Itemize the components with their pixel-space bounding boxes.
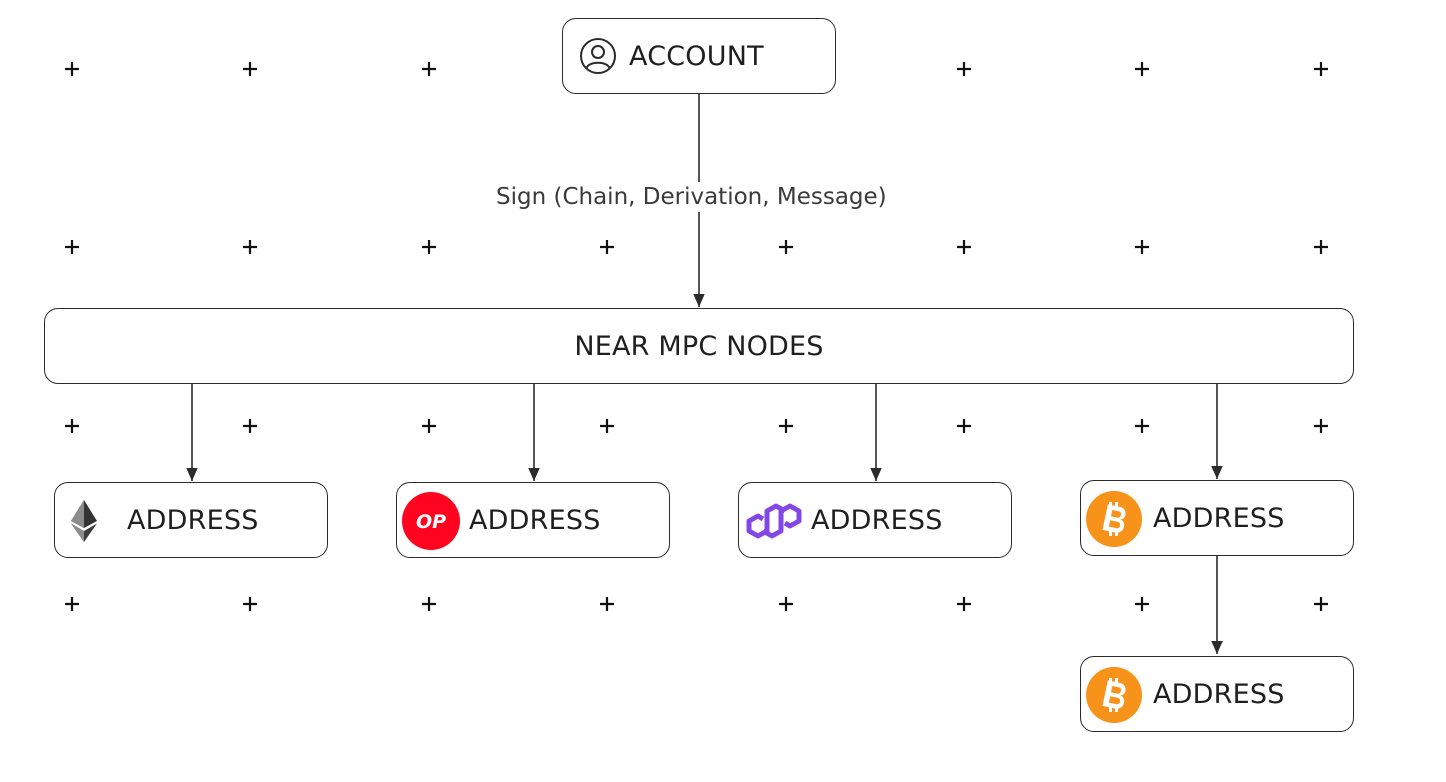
grid-plus-mark xyxy=(1314,597,1328,611)
grid-plus-mark xyxy=(957,419,971,433)
grid-plus-mark xyxy=(600,240,614,254)
account-node: ACCOUNT xyxy=(562,18,836,94)
grid-plus-mark xyxy=(1314,419,1328,433)
grid-plus-mark xyxy=(779,597,793,611)
address-label-1: ADDRESS xyxy=(127,504,259,536)
grid-plus-mark xyxy=(65,597,79,611)
mpc-nodes-node: NEAR MPC NODES xyxy=(44,308,1354,384)
plus-grid xyxy=(65,62,1328,611)
ethereum-icon xyxy=(71,500,97,542)
bitcoin-icon xyxy=(1086,667,1142,723)
grid-plus-mark xyxy=(422,597,436,611)
address-label-2: ADDRESS xyxy=(469,504,601,536)
grid-plus-mark xyxy=(1314,240,1328,254)
grid-plus-mark xyxy=(422,240,436,254)
grid-plus-mark xyxy=(243,419,257,433)
address-node-ethereum: ADDRESS xyxy=(54,482,328,558)
sign-edge-label: Sign (Chain, Derivation, Message) xyxy=(492,182,891,212)
grid-plus-mark xyxy=(65,419,79,433)
grid-plus-mark xyxy=(243,597,257,611)
polygon-icon xyxy=(746,503,802,539)
grid-plus-mark xyxy=(779,419,793,433)
address-node-bitcoin-2: ADDRESS xyxy=(1080,656,1354,732)
grid-plus-mark xyxy=(243,240,257,254)
grid-plus-mark xyxy=(957,240,971,254)
address-node-bitcoin-1: ADDRESS xyxy=(1080,480,1354,556)
grid-plus-mark xyxy=(600,419,614,433)
address-label-3: ADDRESS xyxy=(811,504,943,536)
grid-plus-mark xyxy=(1135,62,1149,76)
grid-plus-mark xyxy=(1135,240,1149,254)
grid-plus-mark xyxy=(600,597,614,611)
user-circle-icon xyxy=(580,38,616,74)
optimism-icon-text: OP xyxy=(416,511,446,533)
mpc-nodes-label: NEAR MPC NODES xyxy=(574,330,824,362)
grid-plus-mark xyxy=(957,597,971,611)
grid-plus-mark xyxy=(1314,62,1328,76)
grid-plus-mark xyxy=(1135,597,1149,611)
grid-plus-mark xyxy=(422,419,436,433)
grid-plus-mark xyxy=(957,62,971,76)
grid-plus-mark xyxy=(779,240,793,254)
bitcoin-icon xyxy=(1086,491,1142,547)
grid-plus-mark xyxy=(1135,419,1149,433)
account-label: ACCOUNT xyxy=(629,40,764,72)
grid-plus-mark xyxy=(65,62,79,76)
address-node-polygon: ADDRESS xyxy=(738,482,1012,558)
address-label-5: ADDRESS xyxy=(1153,678,1285,710)
address-node-optimism: OP ADDRESS xyxy=(396,482,670,558)
address-label-4: ADDRESS xyxy=(1153,502,1285,534)
grid-plus-mark xyxy=(422,62,436,76)
optimism-icon: OP xyxy=(402,492,460,550)
grid-plus-mark xyxy=(65,240,79,254)
grid-plus-mark xyxy=(243,62,257,76)
